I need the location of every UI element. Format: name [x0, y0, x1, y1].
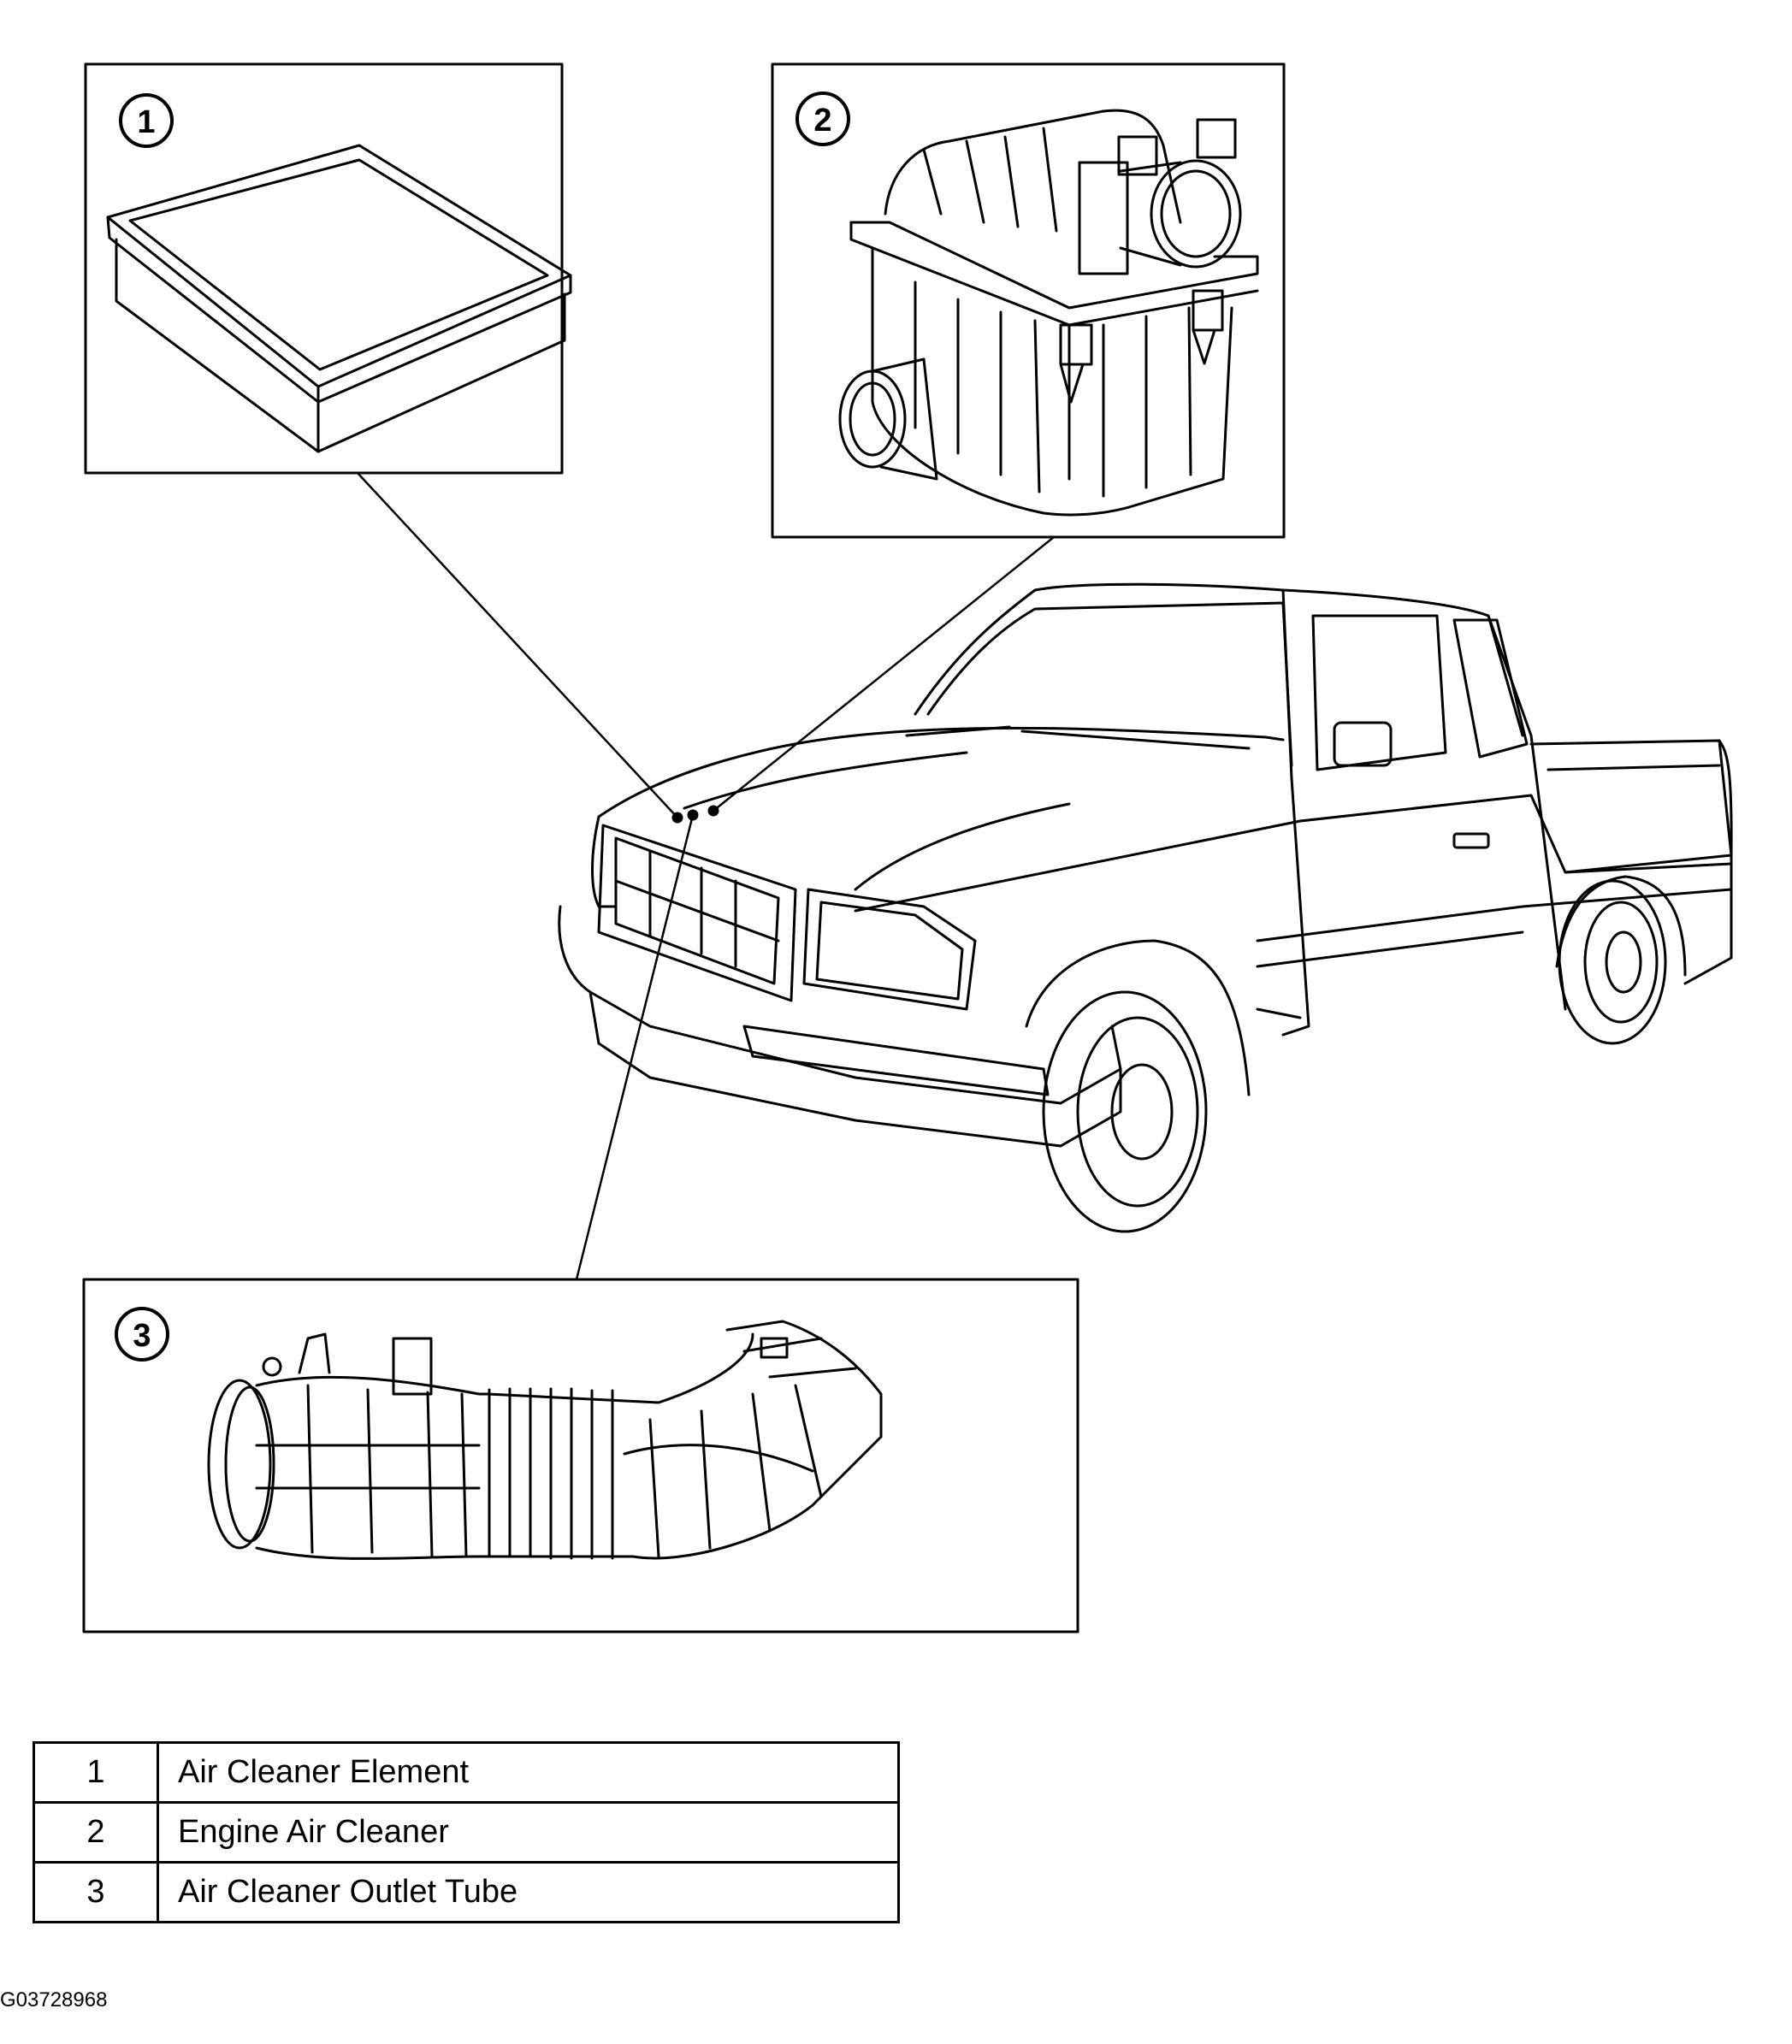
- air-cleaner-housing-illustration: [838, 109, 1259, 517]
- panel-2-frame: [771, 62, 1286, 539]
- table-row: 1 Air Cleaner Element: [33, 1741, 900, 1804]
- air-filter-illustration: [106, 144, 572, 453]
- callout-1-badge: 1: [119, 93, 174, 148]
- legend-number: 3: [33, 1861, 159, 1923]
- leader-lines: [356, 471, 1056, 1281]
- legend-label: Engine Air Cleaner: [157, 1801, 900, 1864]
- callout-3-badge: 3: [115, 1307, 169, 1362]
- panel-engine-air-cleaner: 2: [771, 62, 1286, 539]
- figure-id: G03728968: [0, 1988, 108, 2012]
- callout-3-number: 3: [133, 1318, 151, 1354]
- callout-2-badge: 2: [795, 92, 850, 146]
- leader-line-3: [575, 813, 695, 1281]
- panel-3-frame: [82, 1278, 1079, 1633]
- leader-line-2: [712, 535, 1056, 812]
- leader-line-1: [356, 471, 679, 819]
- legend-label: Air Cleaner Element: [157, 1741, 900, 1804]
- table-row: 2 Engine Air Cleaner: [33, 1801, 900, 1864]
- table-row: 3 Air Cleaner Outlet Tube: [33, 1861, 900, 1923]
- panel-air-cleaner-outlet-tube: 3: [82, 1278, 1079, 1633]
- panel-air-cleaner-element: 1: [84, 62, 572, 475]
- legend-label: Air Cleaner Outlet Tube: [157, 1861, 900, 1923]
- legend-number: 2: [33, 1801, 159, 1864]
- parts-legend-table: 1 Air Cleaner Element 2 Engine Air Clean…: [33, 1741, 900, 1923]
- pickup-truck-illustration: [558, 582, 1733, 1233]
- panel-1-frame: [84, 62, 564, 475]
- outlet-tube-illustration: [207, 1320, 883, 1560]
- callout-2-number: 2: [813, 103, 831, 139]
- callout-1-number: 1: [137, 104, 155, 140]
- legend-number: 1: [33, 1741, 159, 1804]
